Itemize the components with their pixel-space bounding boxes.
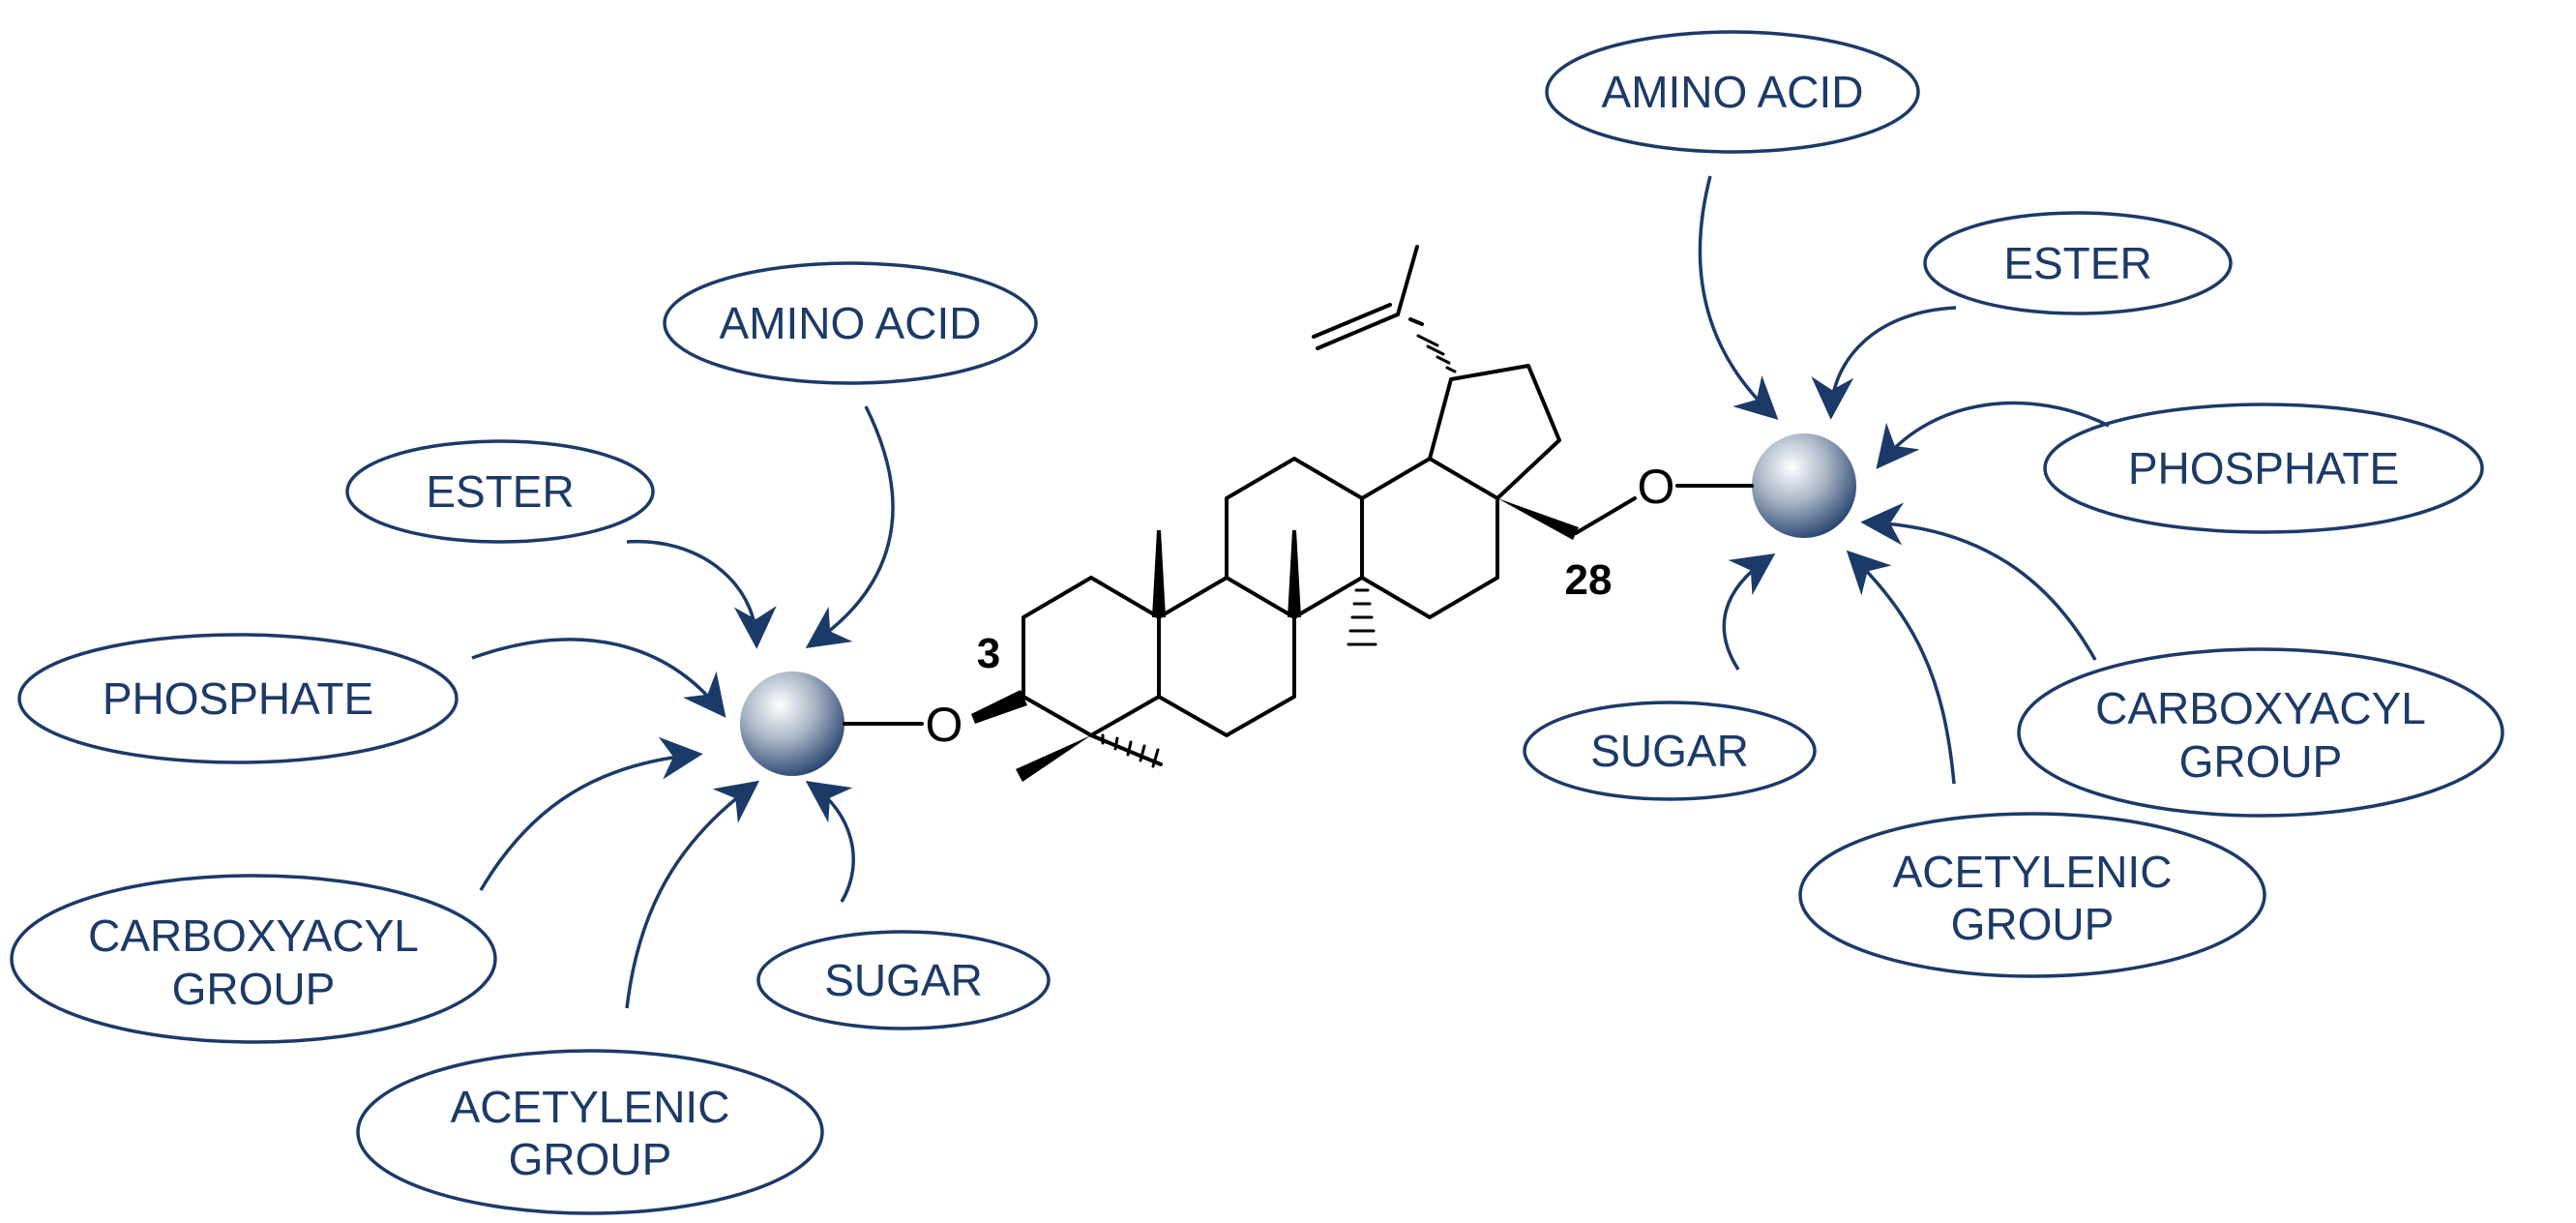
left-ester-oval	[345, 439, 655, 544]
right-carboxyacyl-oval	[2017, 647, 2504, 818]
right-carboxyacyl-label-line2: GROUP	[2179, 736, 2343, 787]
c10-methyl-wedge	[1152, 530, 1166, 617]
right-sugar-arrow	[1722, 553, 1776, 671]
position-3-label: 3	[977, 630, 1000, 677]
c14-methyl-hash	[1347, 588, 1377, 646]
position-28-label: 28	[1565, 556, 1613, 604]
c3-wedge-bond	[971, 690, 1027, 724]
right-ester-oval	[1923, 211, 2233, 315]
right-sugar-label: SUGAR	[1590, 726, 1749, 776]
left-phosphate-label: PHOSPHATE	[103, 673, 373, 724]
c19-isopropenyl-hash	[1416, 334, 1457, 373]
right-oxygen-atom: O	[1638, 460, 1675, 514]
right-ester-arrow	[1811, 306, 1957, 420]
left-acetylenic-arrow	[625, 780, 760, 1009]
left-phosphate-oval	[17, 633, 459, 764]
left-sugar-label: SUGAR	[824, 955, 983, 1005]
left-carboxyacyl-label-line1: CARBOXYACYL	[88, 910, 419, 961]
right-ester-label: ESTER	[2003, 238, 2151, 288]
right-acetylenic-arrow	[1846, 550, 1956, 785]
right-attachment-sphere	[1752, 433, 1856, 538]
left-carboxyacyl-arrow	[479, 736, 703, 891]
left-carboxyacyl-oval	[10, 874, 497, 1044]
right-acetylenic-label-line2: GROUP	[1951, 899, 2115, 949]
left-ester-label: ESTER	[426, 466, 574, 517]
left-amino-acid-oval	[663, 261, 1038, 385]
betulin-skeleton: O	[843, 245, 1754, 782]
left-sugar-oval	[756, 930, 1051, 1030]
left-phosphate-arrow	[471, 638, 726, 718]
right-amino-acid-arrow	[1698, 175, 1779, 421]
right-amino-acid-label: AMINO ACID	[1602, 67, 1864, 117]
right-acetylenic-label-line1: ACETYLENIC	[1893, 847, 2173, 897]
right-phosphate-oval	[2043, 403, 2484, 534]
left-carboxyacyl-label-line2: GROUP	[172, 964, 336, 1014]
right-sugar-oval	[1523, 701, 1817, 801]
c4-methyl-wedge	[1016, 735, 1091, 782]
left-amino-acid-arrow	[805, 405, 895, 648]
left-substituent-group: AMINO ACID ESTER PHOSPHATE CARBOXYACYL G…	[10, 261, 1051, 1215]
left-amino-acid-label: AMINO ACID	[720, 298, 982, 348]
left-acetylenic-label-line2: GROUP	[509, 1134, 672, 1184]
right-phosphate-arrow	[1876, 401, 2110, 469]
c28-wedge-bond	[1497, 498, 1579, 540]
left-oxygen-atom: O	[926, 698, 963, 752]
left-sugar-arrow	[805, 780, 855, 903]
left-acetylenic-oval	[356, 1049, 824, 1215]
right-carboxyacyl-label-line1: CARBOXYACYL	[2095, 683, 2426, 733]
right-acetylenic-oval	[1798, 812, 2266, 978]
right-amino-acid-oval	[1545, 30, 1920, 154]
left-ester-arrow	[626, 539, 777, 649]
right-phosphate-label: PHOSPHATE	[2128, 443, 2399, 493]
right-carboxyacyl-arrow	[1860, 502, 2097, 661]
left-attachment-sphere	[740, 671, 844, 776]
left-acetylenic-label-line1: ACETYLENIC	[451, 1082, 730, 1132]
c8-methyl-wedge	[1288, 530, 1301, 617]
right-substituent-group: AMINO ACID ESTER PHOSPHATE CARBOXYACYL G…	[1523, 30, 2504, 978]
